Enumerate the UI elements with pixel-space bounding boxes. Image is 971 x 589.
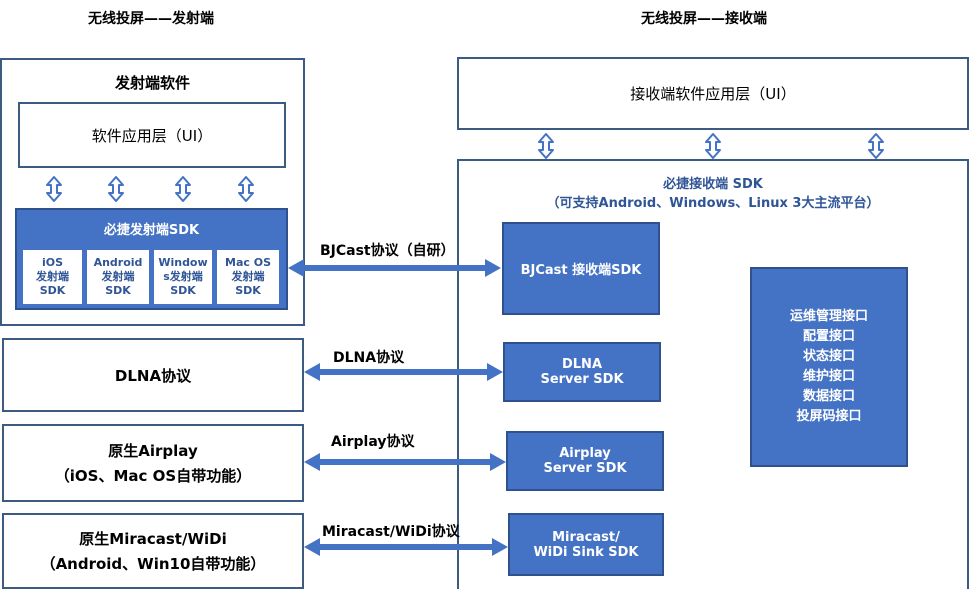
sender-dlna-label: DLNA协议 [114,366,192,385]
sender-vertical-arrow-2 [108,176,124,202]
interface-status: 状态接口 [802,349,855,364]
airplay-server-sdk-line1: Airplay [559,446,611,461]
receiver-vertical-arrow-2 [705,133,721,159]
bjcast-protocol-label: BJCast协议（自研） [320,243,455,259]
receiver-app-layer-label: 接收端软件应用层（UI） [630,85,796,103]
receiver-vertical-arrow-3 [868,133,884,159]
miracast-sink-sdk: Miracast/ WiDi Sink SDK [508,513,664,576]
interfaces-box: 运维管理接口 配置接口 状态接口 维护接口 数据接口 投屏码接口 [750,267,908,467]
interface-maintenance: 维护接口 [802,369,855,384]
bjcast-receiver-sdk-label: BJCast 接收端SDK [520,263,642,278]
miracast-sink-sdk-line2: WiDi Sink SDK [533,544,639,560]
dlna-protocol-label: DLNA协议 [333,350,405,366]
sender-app-layer: 软件应用层（UI） [18,102,286,168]
sender-miracast-line1: 原生Miracast/WiDi [79,530,227,548]
sender-sdk-title: 必捷发射端SDK [103,223,200,238]
receiver-vertical-arrow-1 [538,133,554,159]
receiver-sdk-title: 必捷接收端 SDK [663,177,763,192]
sender-header: 无线投屏——发射端 [88,11,214,27]
receiver-header: 无线投屏——接收端 [641,11,767,27]
airplay-protocol-label: Airplay协议 [331,434,415,450]
sender-dlna-box: DLNA协议 [2,338,304,412]
dlna-server-sdk-line2: Server SDK [540,372,624,387]
sender-airplay-line1: 原生Airplay [108,442,198,460]
sender-vertical-arrow-1 [46,176,62,202]
miracast-arrow [304,538,508,556]
receiver-app-layer: 接收端软件应用层（UI） [457,57,969,130]
sender-miracast-box: 原生Miracast/WiDi （Android、Win10自带功能） [2,513,304,589]
sender-vertical-arrow-3 [175,176,191,202]
dlna-server-sdk: DLNA Server SDK [503,342,661,402]
bjcast-arrow [288,259,501,277]
interface-config: 配置接口 [802,329,855,344]
interface-cast-code: 投屏码接口 [796,409,862,424]
sender-software-title: 发射端软件 [114,74,190,92]
dlna-arrow [304,363,503,381]
airplay-server-sdk-line2: Server SDK [543,461,627,476]
interface-ops: 运维管理接口 [789,309,868,324]
sender-vertical-arrow-4 [238,176,254,202]
dlna-server-sdk-line1: DLNA [561,357,602,372]
airplay-server-sdk: Airplay Server SDK [506,431,664,491]
sender-miracast-line2: （Android、Win10自带功能） [40,555,266,573]
sender-app-layer-label: 软件应用层（UI） [91,126,213,145]
airplay-arrow [304,453,506,471]
miracast-protocol-label: Miracast/WiDi协议 [322,524,460,540]
sender-airplay-line2: （iOS、Mac OS自带功能） [54,467,252,485]
bjcast-receiver-sdk: BJCast 接收端SDK [502,222,660,315]
sender-airplay-box: 原生Airplay （iOS、Mac OS自带功能） [2,424,304,502]
interface-data: 数据接口 [802,389,855,404]
receiver-sdk-subtitle: （可支持Android、Windows、Linux 3大主流平台） [546,196,880,211]
miracast-sink-sdk-line1: Miracast/ [552,529,620,545]
